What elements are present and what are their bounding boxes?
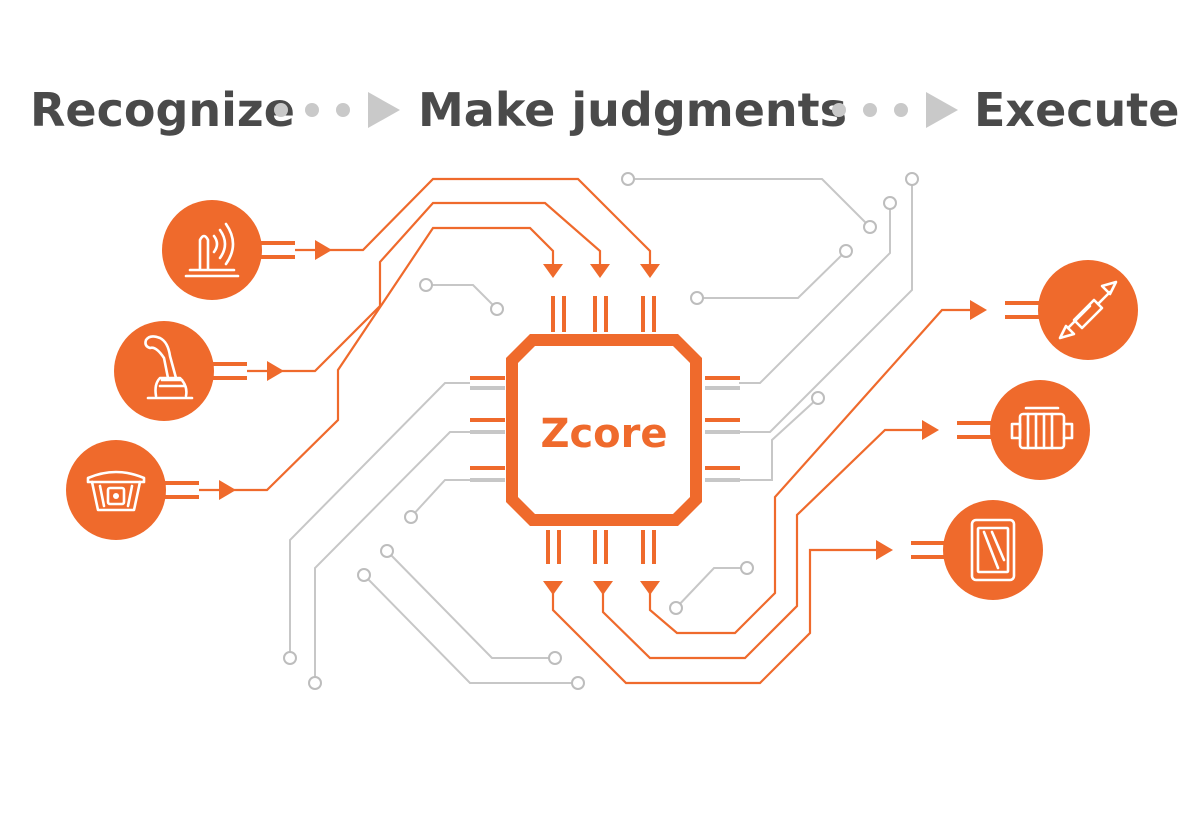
output-hydraulic-cylinder xyxy=(970,260,1138,360)
output-display-screen xyxy=(876,500,1043,600)
input-gnss-antenna xyxy=(66,440,236,540)
flow-arrow-1 xyxy=(274,92,400,128)
zcore-chip: Zcore xyxy=(470,296,740,564)
radar-sensor-icon xyxy=(184,222,240,278)
flow-arrow-2 xyxy=(832,92,958,128)
gnss-antenna-icon xyxy=(86,470,146,512)
output-engine xyxy=(922,380,1090,480)
flow-step-make-judgments: Make judgments xyxy=(418,83,847,137)
input-radar-sensor xyxy=(162,200,332,300)
engine-icon xyxy=(1010,406,1074,450)
chip-label: Zcore xyxy=(540,411,667,457)
input-joystick xyxy=(114,321,284,421)
joystick-icon xyxy=(144,335,194,400)
display-screen-icon xyxy=(970,518,1016,582)
orange-traces xyxy=(234,177,970,685)
flow-header: Recognize Make judgments Execute xyxy=(30,83,1180,137)
hydraulic-cylinder-icon xyxy=(1058,280,1118,340)
flow-step-execute: Execute xyxy=(974,83,1180,137)
gray-traces xyxy=(283,172,919,690)
flow-step-recognize: Recognize xyxy=(30,83,295,137)
